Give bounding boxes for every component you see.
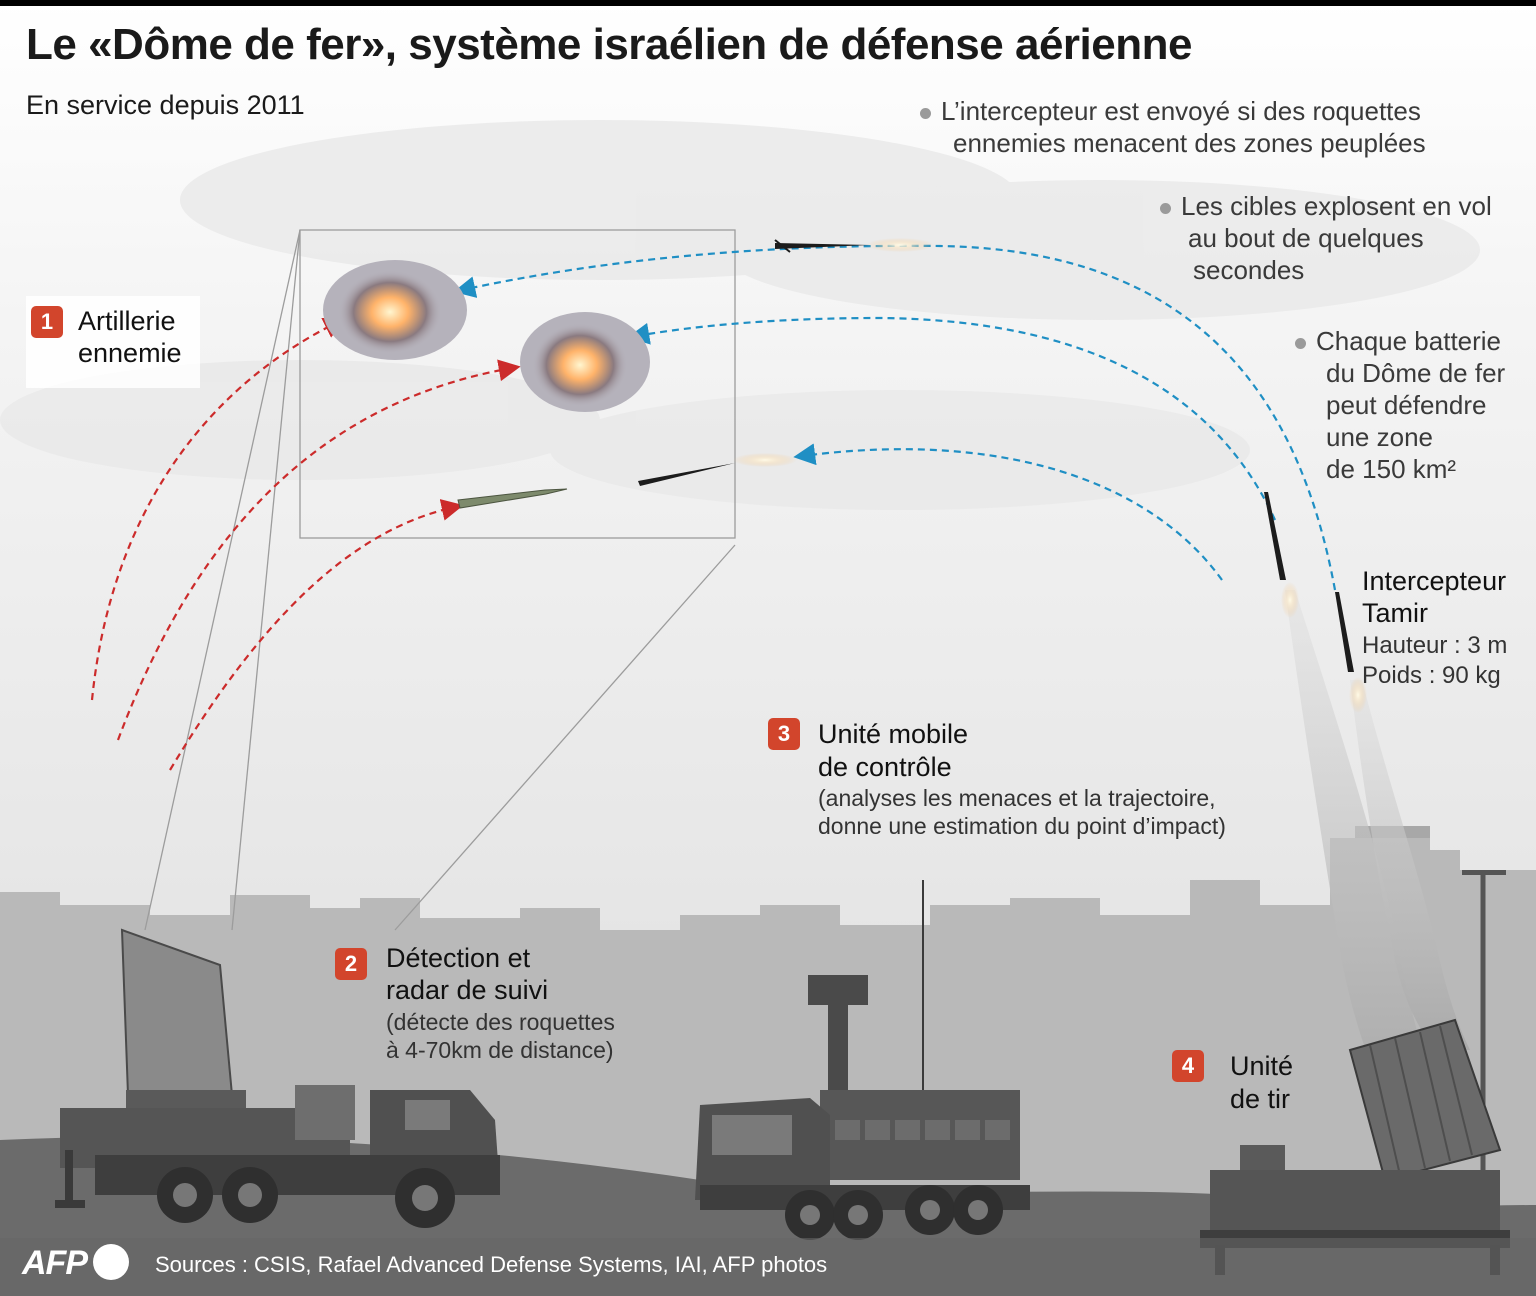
interceptor-info: Intercepteur Tamir Hauteur : 3 m Poids :… [1362, 565, 1507, 691]
step-3-badge: 3 [768, 718, 800, 750]
interceptor-trajectories [453, 244, 1337, 591]
afp-logo: AFP [22, 1244, 130, 1283]
page-subtitle: En service depuis 2011 [26, 90, 305, 120]
enemy-rocket [457, 488, 568, 509]
bullet-icon [920, 107, 931, 119]
bullet-icon [1295, 337, 1306, 349]
interceptor-weight: Poids : 90 kg [1362, 662, 1501, 689]
launching-interceptors [1264, 492, 1354, 672]
interceptor-missile-bottom [638, 453, 797, 486]
sources-credit: Sources : CSIS, Rafael Advanced Defense … [155, 1252, 828, 1277]
afp-logo-circle-icon [93, 1244, 130, 1280]
footer-strip [0, 1238, 1536, 1296]
launch-flame-2 [1349, 677, 1367, 713]
page-title: Le «Dôme de fer», système israélien de d… [26, 20, 1192, 69]
note-interceptor-trigger: L’intercepteur est envoyé si des roquett… [920, 95, 1426, 159]
interceptor-missile-top [774, 238, 934, 253]
control-truck [695, 880, 1030, 1240]
step-1-enemy-artillery: 1 Artillerie ennemie [26, 296, 200, 388]
interceptor-name-line1: Intercepteur [1362, 566, 1507, 596]
smoke-trail-right [1350, 680, 1470, 1050]
radar-view-lines [144, 229, 736, 931]
explosion-2 [520, 312, 650, 412]
note-battery-coverage: Chaque batterie du Dôme de fer peut défe… [1295, 325, 1505, 485]
radar-truck [55, 928, 500, 1228]
step-4-badge: 4 [1172, 1050, 1204, 1082]
interceptor-height: Hauteur : 3 m [1362, 632, 1508, 659]
note-targets-explode: Les cibles explosent en vol au bout de q… [1160, 190, 1492, 286]
step-2-badge: 2 [335, 948, 367, 980]
launch-flame-1 [1281, 582, 1299, 618]
bullet-icon [1160, 202, 1171, 214]
interceptor-name-line2: Tamir [1362, 598, 1428, 628]
explosion-1 [323, 260, 467, 360]
top-bar [0, 0, 1536, 6]
enemy-trajectories [90, 317, 521, 771]
step-1-badge: 1 [31, 306, 63, 338]
